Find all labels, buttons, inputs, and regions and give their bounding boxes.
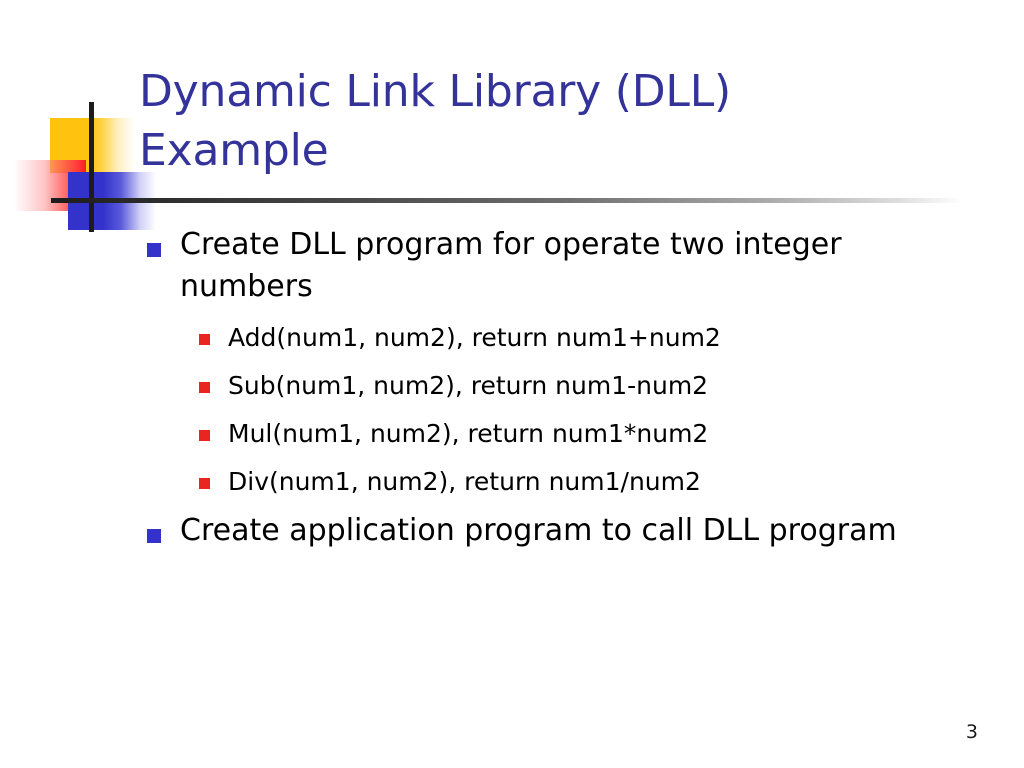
slide-body: Create DLL program for operate two integ… [142, 224, 972, 554]
red-square-marker-icon [199, 334, 210, 345]
sub-bullet-item: Sub(num1, num2), return num1-num2 [199, 362, 972, 410]
sub-bullet-text: Sub(num1, num2), return num1-num2 [228, 371, 709, 400]
bullet-text: Create application program to call DLL p… [180, 513, 897, 548]
red-square-marker-icon [199, 478, 210, 489]
sub-bullet-item: Add(num1, num2), return num1+num2 [199, 314, 972, 362]
red-square-marker-icon [199, 382, 210, 393]
blue-square-decoration [68, 172, 156, 230]
bullet-list-level1: Create DLL program for operate two integ… [142, 224, 972, 552]
red-square-marker-icon [199, 430, 210, 441]
vertical-rule-decoration [89, 102, 94, 232]
bullet-text: Create DLL program for operate two integ… [180, 227, 842, 304]
yellow-square-decoration [50, 118, 135, 173]
sub-bullet-text: Mul(num1, num2), return num1*num2 [228, 419, 709, 448]
blue-square-marker-icon [147, 529, 161, 543]
sub-bullet-text: Add(num1, num2), return num1+num2 [228, 323, 721, 352]
red-rectangle-decoration [14, 160, 86, 211]
slide-title: Dynamic Link Library (DLL) Example [139, 66, 732, 176]
horizontal-rule-decoration [51, 198, 963, 203]
sub-bullet-text: Div(num1, num2), return num1/num2 [228, 467, 701, 496]
sub-bullet-item: Div(num1, num2), return num1/num2 [199, 458, 972, 506]
sub-bullet-item: Mul(num1, num2), return num1*num2 [199, 410, 972, 458]
bullet-item: Create application program to call DLL p… [142, 510, 972, 552]
page-number: 3 [965, 721, 978, 743]
blue-square-marker-icon [147, 243, 161, 257]
bullet-item: Create DLL program for operate two integ… [142, 224, 972, 506]
bullet-list-level2: Add(num1, num2), return num1+num2 Sub(nu… [180, 314, 972, 506]
